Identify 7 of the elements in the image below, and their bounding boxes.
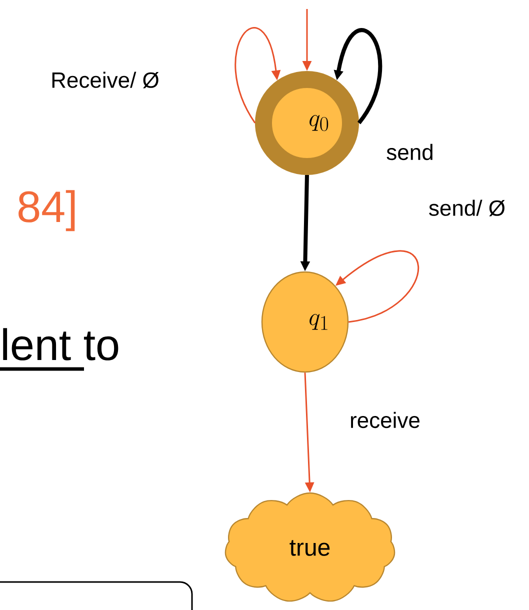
edge-label: send (386, 144, 432, 160)
edge-label: Receive/ Ø (52, 72, 159, 88)
edge-label: receive (351, 412, 420, 428)
edge-label: send/ Ø (429, 200, 505, 216)
bracket-reference-text: 84] (18, 190, 75, 232)
self-loop-arrow (234, 27, 281, 124)
slide-text: lent to (3, 328, 118, 360)
